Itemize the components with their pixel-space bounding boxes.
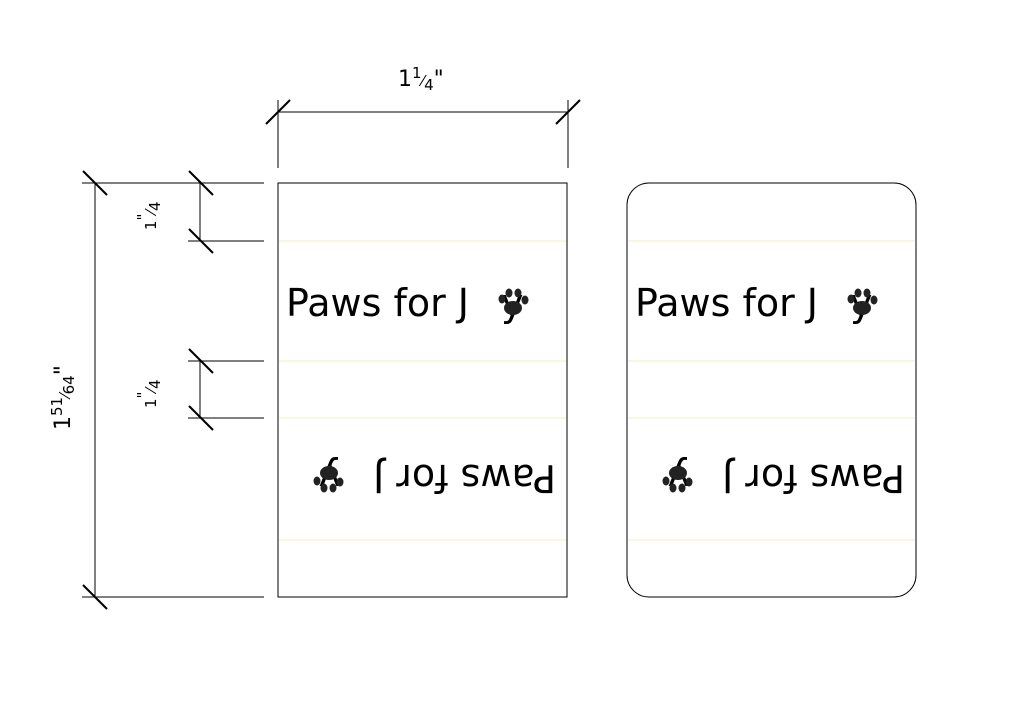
paw-print-icon xyxy=(313,466,344,493)
height-dimension-text: 151⁄64" xyxy=(48,365,78,430)
gap-dimension-text: 1"⁄4 xyxy=(134,379,164,408)
height-dimension: 151⁄64" xyxy=(48,170,264,610)
paw-print-icon xyxy=(498,288,529,315)
brand-text-upright: Paws for Jy xyxy=(286,281,529,325)
width-dimension-text: 11⁄4" xyxy=(398,64,444,94)
brand-text-inverted: Paws for Jy xyxy=(662,456,905,500)
rounded-corner-label: Paws for Jy Paws for Jy xyxy=(626,182,917,598)
top-margin-dimension-text: 1"⁄4 xyxy=(134,201,164,230)
paw-print-icon xyxy=(662,466,693,493)
brand-text-inverted: Paws for Jy xyxy=(313,456,557,500)
square-corner-label: Paws for Jy Paws for Jy xyxy=(277,182,568,598)
paw-print-icon xyxy=(847,288,878,315)
width-dimension: 11⁄4" xyxy=(265,64,581,168)
gap-dimension: 1"⁄4 xyxy=(134,348,264,431)
svg-text:Paws for Jy: Paws for Jy xyxy=(319,456,557,500)
top-margin-dimension: 1"⁄4 xyxy=(134,170,264,254)
brand-text-upright: Paws for Jy xyxy=(635,281,878,325)
